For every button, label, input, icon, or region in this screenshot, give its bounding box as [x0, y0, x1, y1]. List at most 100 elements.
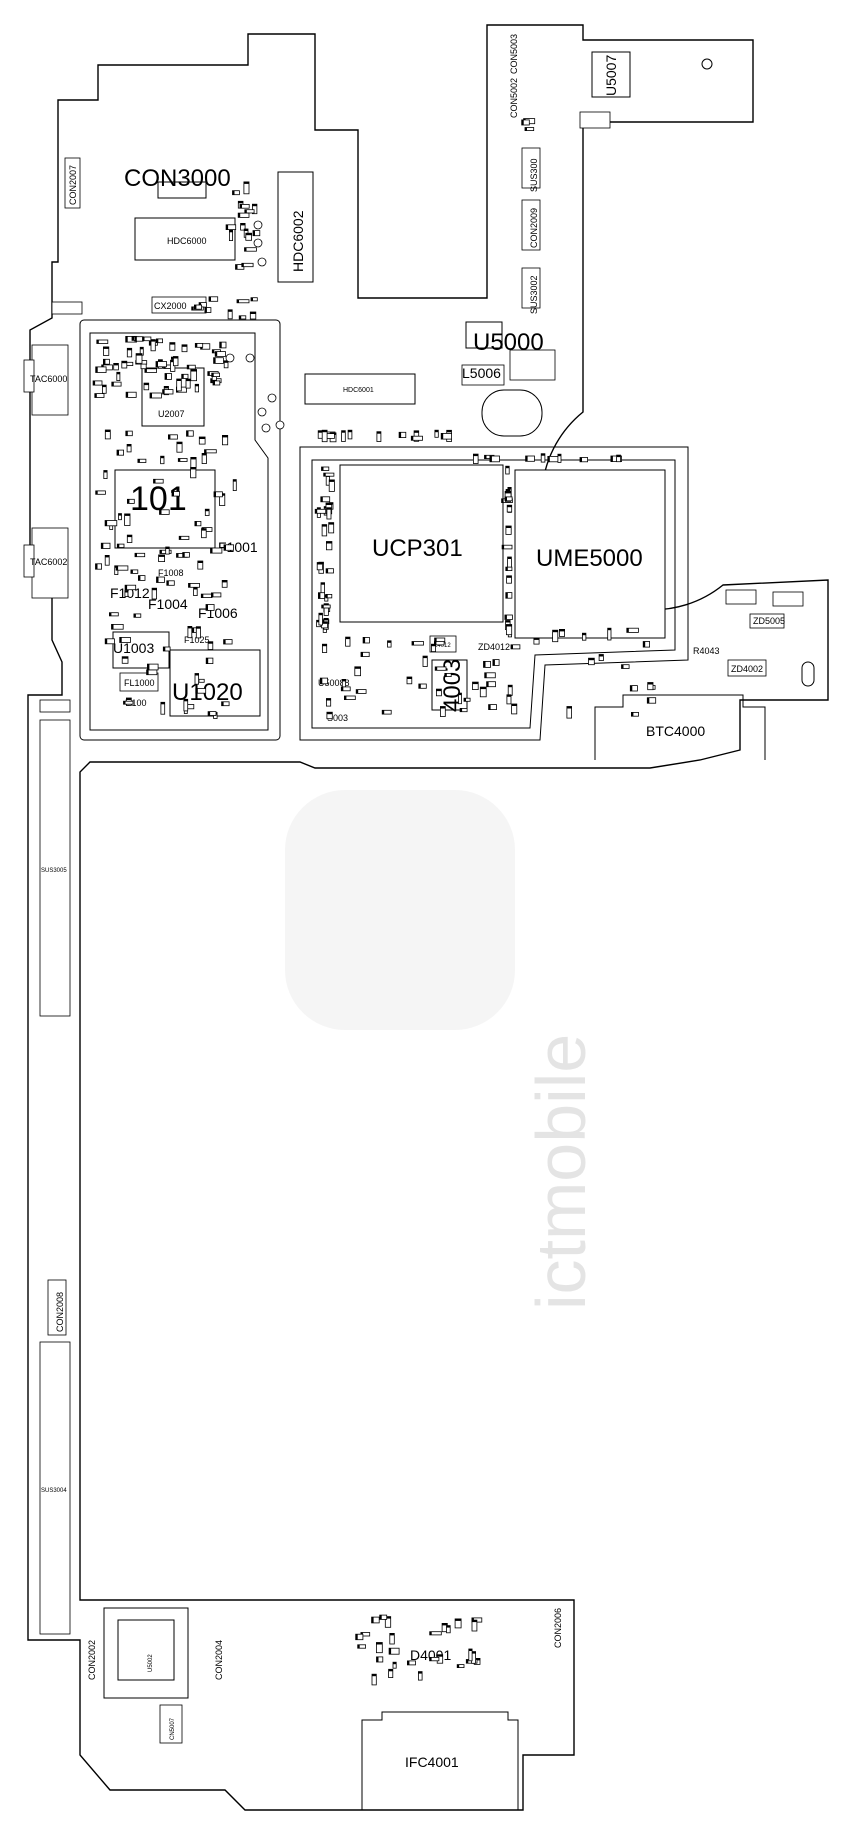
smd-pad	[505, 567, 508, 571]
fl1000-chip[interactable]	[119, 672, 159, 692]
smd-pad	[325, 594, 328, 598]
cn5000-chip[interactable]	[579, 111, 611, 129]
smd-pad	[458, 693, 462, 696]
smd-pad	[505, 496, 507, 501]
smd-pad	[213, 357, 216, 364]
ucp301-chip[interactable]	[339, 464, 504, 623]
smd-pad	[511, 704, 517, 706]
smd-pad	[446, 430, 452, 433]
tac6000-block[interactable]	[31, 344, 69, 416]
smd-pad	[127, 348, 132, 351]
cn6002-chip[interactable]	[772, 591, 804, 607]
smd-pad	[361, 652, 363, 657]
smd-pad	[163, 647, 166, 651]
ume5000-chip[interactable]	[514, 469, 666, 639]
cn6000-chip[interactable]	[39, 699, 71, 713]
smd-pad	[156, 577, 159, 583]
tac6002-plug	[23, 544, 35, 578]
u5002-block[interactable]	[103, 1607, 189, 1699]
smd-pad	[212, 349, 215, 353]
smd-pad	[582, 633, 586, 636]
hdc6001-chip[interactable]	[304, 373, 416, 405]
u5000-pads	[509, 349, 556, 381]
smd-pad	[505, 620, 511, 623]
smd-pad	[472, 1620, 477, 1623]
hdc6002-chip[interactable]	[277, 171, 314, 283]
con2004-label: CON2004	[214, 1640, 224, 1680]
smd-pad	[93, 380, 96, 386]
smd-pad	[506, 624, 512, 627]
smd-pad	[436, 689, 442, 692]
fl1000-label: FL1000	[124, 678, 155, 688]
smd-pad	[505, 491, 511, 494]
con2007-block[interactable]	[64, 157, 81, 209]
smd-pad	[643, 641, 646, 648]
smd-pad	[176, 379, 182, 381]
smd-pad	[137, 459, 140, 463]
smd-pad	[173, 356, 178, 359]
smd-pad	[123, 701, 126, 705]
smd-pad	[224, 360, 228, 363]
smd-pad	[607, 628, 611, 631]
smd-pad	[328, 522, 334, 525]
smd-pad	[505, 466, 510, 469]
smd-pad	[119, 637, 122, 643]
smd-pad	[195, 688, 198, 694]
u5007-chip[interactable]	[591, 51, 631, 98]
smd-pad	[429, 1631, 432, 1635]
u1003-label: U1003	[113, 640, 154, 656]
smd-pad	[221, 701, 224, 706]
smd-pad	[321, 605, 324, 608]
con2009-block[interactable]	[521, 199, 541, 251]
smd-pad	[111, 382, 114, 387]
l5006-label: L5006	[462, 365, 501, 381]
smd-pad	[224, 544, 226, 551]
smd-pad	[492, 659, 495, 666]
con2009-label: CON2009	[529, 208, 539, 248]
cn6010-block[interactable]	[51, 301, 83, 315]
cn6003-chip[interactable]	[725, 589, 757, 605]
smd-pad	[484, 455, 487, 459]
smd-pad	[190, 457, 197, 460]
smd-pad	[251, 297, 253, 301]
smd-pad	[566, 706, 572, 709]
smd-pad	[95, 563, 98, 570]
cn5007-chip[interactable]	[159, 1704, 183, 1744]
l5006-chip[interactable]	[461, 364, 505, 386]
sus3005-block[interactable]	[39, 719, 71, 1017]
smd-pad	[407, 1660, 410, 1665]
zd4002-chip[interactable]	[727, 659, 767, 677]
smd-pad	[146, 669, 149, 675]
sus300-block[interactable]	[521, 147, 541, 189]
smd-pad	[214, 491, 216, 497]
hdc6000-chip[interactable]	[134, 217, 236, 261]
smd-pad	[195, 673, 199, 676]
smd-pad	[355, 1634, 358, 1640]
u5000-chip[interactable]	[465, 321, 503, 349]
smd-pad	[142, 337, 145, 341]
tac6002-block[interactable]	[31, 527, 69, 599]
sus3004-block[interactable]	[39, 1341, 71, 1635]
smd-pad	[372, 1674, 377, 1677]
smd-pad	[559, 629, 565, 632]
zd5005-chip[interactable]	[749, 613, 785, 629]
smd-pad	[150, 393, 152, 398]
smd-pad	[165, 373, 167, 380]
con2002-label: CON2002	[87, 1640, 97, 1680]
left-shield-inner	[89, 332, 269, 731]
smd-pad	[243, 181, 249, 184]
smd-pad	[484, 672, 487, 678]
tac6000-label: TAC6000	[30, 374, 67, 384]
smd-pad	[389, 1648, 392, 1655]
smd-pad	[202, 453, 207, 456]
smd-pad	[253, 230, 255, 236]
hdc6000-label: HDC6000	[167, 236, 207, 246]
smd-pad	[457, 1664, 460, 1668]
smd-pad	[321, 582, 325, 585]
sus3002-block[interactable]	[521, 267, 541, 309]
smd-pad	[226, 224, 229, 230]
smd-pad	[136, 353, 142, 356]
con2008-block[interactable]	[47, 1279, 67, 1336]
smd-pad	[442, 1623, 448, 1626]
con5003-label: CON5003	[509, 34, 519, 74]
